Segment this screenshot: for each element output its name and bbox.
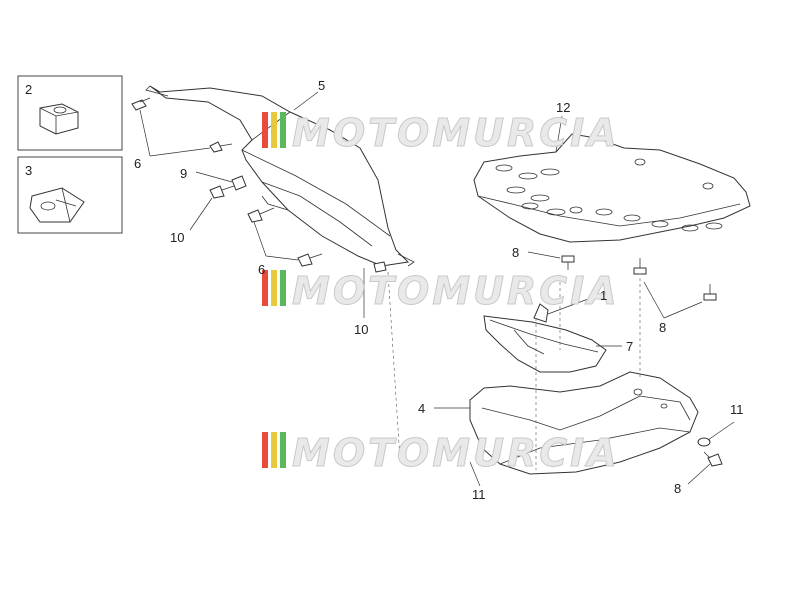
callout-6-lower: 6 (258, 262, 265, 277)
upper-cover (473, 133, 751, 243)
lower-undertray (469, 371, 699, 475)
callout-11: 11 (472, 487, 486, 502)
leader-lines (139, 91, 735, 487)
watermark-stripe-green (280, 270, 286, 306)
inset-label-2: 2 (25, 82, 32, 97)
callout-10: 10 (170, 230, 184, 245)
watermark-stripe-green (280, 112, 286, 148)
callout-5: 5 (318, 78, 325, 93)
bracket (533, 303, 549, 323)
callout-12: 12 (556, 100, 570, 115)
callout-8: 8 (512, 245, 519, 260)
screw-icon-9 (703, 451, 723, 467)
callout-8-right: 8 (659, 320, 666, 335)
inner-shield (483, 303, 607, 373)
watermark-2: MOTOMURCIA (262, 269, 620, 314)
watermark-stripe-green (280, 432, 286, 468)
clip-nut-icon (39, 103, 79, 135)
callout-4: 4 (418, 401, 425, 416)
screw-icon-1 (131, 97, 151, 111)
screw-icon-2 (209, 141, 233, 153)
watermark-stripe-red (262, 112, 268, 148)
watermark-1: MOTOMURCIA (262, 111, 620, 156)
screw-icon-7 (633, 258, 647, 275)
watermark-text: MOTOMURCIA (292, 269, 620, 313)
washer-icon-1 (231, 175, 247, 191)
callout-11-right: 11 (730, 402, 744, 417)
inset-box-2: 2 (17, 75, 123, 151)
callout-7: 7 (626, 339, 633, 354)
screw-icon-6 (561, 255, 575, 270)
screw-icon-4 (247, 207, 275, 223)
watermark-text: MOTOMURCIA (292, 111, 620, 155)
alignment-lines (387, 271, 641, 470)
screw-icon-3 (209, 185, 235, 199)
watermark-text: MOTOMURCIA (292, 431, 620, 475)
nut-icon-1 (373, 261, 387, 273)
callout-6: 6 (134, 156, 141, 171)
watermark-stripe-yellow (271, 432, 277, 468)
cover-slots (495, 158, 723, 232)
screw-icon-8 (703, 284, 717, 301)
screw-icon-5 (297, 253, 323, 267)
callout-8-bottom: 8 (674, 481, 681, 496)
watermark-stripe-yellow (271, 270, 277, 306)
callout-labels: 5 6 9 10 6 10 12 8 8 1 7 4 11 11 8 (134, 78, 744, 502)
watermark-3: MOTOMURCIA (262, 431, 620, 476)
watermark-stripe-yellow (271, 112, 277, 148)
callout-1: 1 (600, 288, 607, 303)
inset-label-3: 3 (25, 163, 32, 178)
watermark-stripe-red (262, 432, 268, 468)
watermark-stripe-red (262, 270, 268, 306)
inset-box-3: 3 (17, 156, 123, 234)
callout-9: 9 (180, 166, 187, 181)
speed-clip-icon (29, 187, 85, 223)
washer-icon-2 (697, 437, 711, 447)
callout-10-lower: 10 (354, 322, 368, 337)
